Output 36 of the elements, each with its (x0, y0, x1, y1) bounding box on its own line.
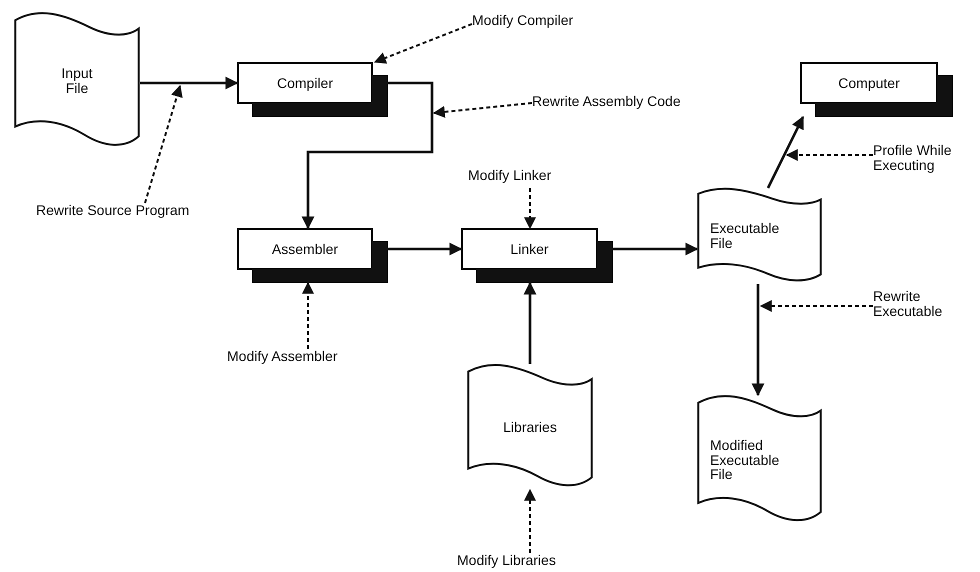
node-label: Libraries (502, 420, 558, 434)
dashed-arrow (524, 488, 536, 553)
annotation-text: Modify Assembler (227, 349, 367, 369)
document-shape (697, 188, 822, 284)
dashed-arrow (524, 188, 536, 230)
annotation-text: Modify Compiler (472, 13, 602, 33)
arrow (388, 242, 462, 256)
annotation-text: Profile While Executing (873, 143, 978, 179)
annotation-text: Rewrite Assembly Code (532, 94, 702, 114)
annotation-text: Modify Linker (468, 168, 578, 188)
process-box (461, 228, 613, 283)
node-label: Executable File (710, 221, 780, 251)
annotation-text: Rewrite Source Program (36, 203, 216, 223)
node-label: Input File (60, 66, 94, 96)
arrow (140, 76, 238, 90)
node-label: Modified Executable File (710, 438, 780, 482)
dashed-arrow (432, 102, 532, 118)
node-label: Computer (838, 76, 900, 90)
node-label: Assembler (272, 242, 338, 256)
process-box (800, 62, 953, 117)
dashed-arrow (302, 282, 314, 349)
node-label: Compiler (276, 76, 333, 90)
annotation-text: Modify Libraries (457, 553, 587, 572)
dashed-arrow (786, 149, 873, 161)
process-box (237, 62, 388, 117)
arrow (766, 116, 804, 189)
node-label: Linker (510, 242, 549, 256)
arrow (752, 284, 764, 396)
process-box (237, 228, 388, 283)
arrow (524, 282, 536, 364)
dashed-arrow (374, 23, 472, 64)
annotation-text: Rewrite Executable (873, 289, 978, 325)
arrow (302, 82, 434, 230)
arrow (613, 242, 698, 256)
dashed-arrow (144, 84, 183, 204)
dashed-arrow (760, 300, 873, 312)
